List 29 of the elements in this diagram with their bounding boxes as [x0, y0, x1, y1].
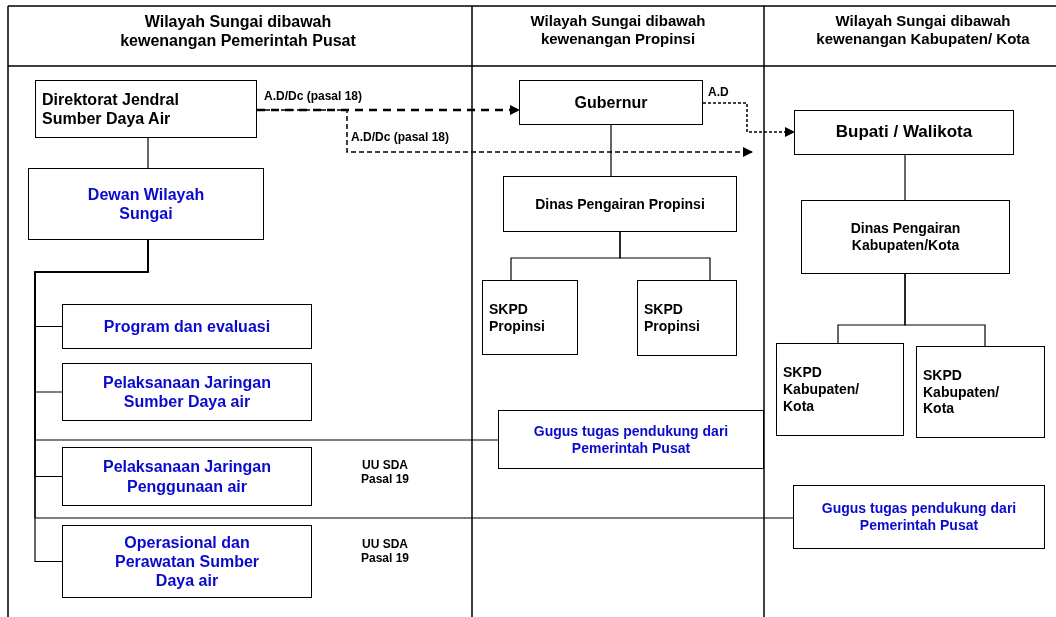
column-header: Wilayah Sungai dibawah kewenangan Kabupaten/ Kota	[815, 12, 1031, 48]
column-header: Wilayah Sungai dibawah kewenangan Propinsi	[529, 12, 707, 48]
org-box: Pelaksanaan Jaringan Penggunaan air	[62, 447, 312, 506]
org-box: Dewan Wilayah Sungai	[28, 168, 264, 240]
org-box: SKPD Kabupaten/ Kota	[916, 346, 1045, 438]
law-reference: UU SDA Pasal 19	[359, 458, 410, 487]
org-box: Direktorat Jendral Sumber Daya Air	[35, 80, 257, 138]
org-box: Operasional dan Perawatan Sumber Daya air	[62, 525, 312, 598]
org-box: Gugus tugas pendukung dari Pemerintah Pusat	[498, 410, 764, 469]
org-box: Dinas Pengairan Kabupaten/Kota	[801, 200, 1010, 274]
org-box: Dinas Pengairan Propinsi	[503, 176, 737, 232]
connector-line	[904, 273, 986, 347]
org-box: Bupati / Walikota	[794, 110, 1014, 155]
org-box: Gugus tugas pendukung dari Pemerintah Pusat	[793, 485, 1045, 549]
org-box: Gubernur	[519, 80, 703, 125]
org-box: SKPD Propinsi	[637, 280, 737, 356]
connector-line	[619, 231, 711, 281]
column-header: Wilayah Sungai dibawah kewenangan Pemerintah Pusat	[119, 12, 357, 51]
dashed-arrow	[702, 102, 795, 137]
connector-line	[610, 124, 612, 177]
connector-line	[147, 137, 149, 169]
edge-label: A.D/Dc (pasal 18)	[263, 90, 364, 104]
org-box: SKPD Kabupaten/ Kota	[776, 343, 904, 436]
connector-line	[904, 154, 906, 201]
org-box: Program dan evaluasi	[62, 304, 312, 349]
org-box: SKPD Propinsi	[482, 280, 578, 355]
law-reference: UU SDA Pasal 19	[359, 537, 410, 566]
edge-label: A.D/Dc (pasal 18)	[350, 131, 451, 145]
org-box: Pelaksanaan Jaringan Sumber Daya air	[62, 363, 312, 421]
